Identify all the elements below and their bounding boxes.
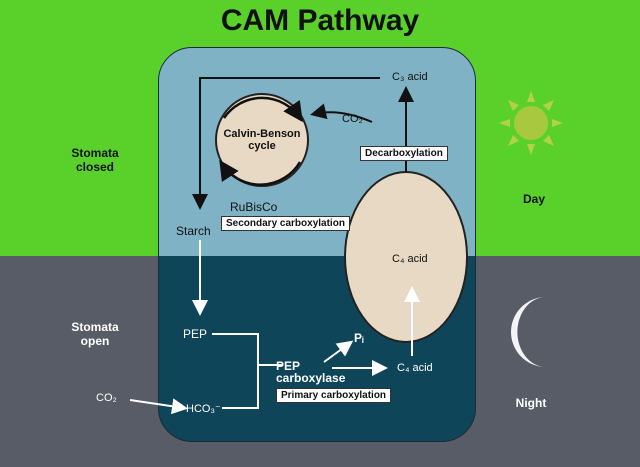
sun-icon	[499, 91, 563, 155]
decarboxylation-box: Decarboxylation	[360, 146, 448, 161]
co2-outer-label: CO₂	[96, 392, 117, 404]
rubisco-label: RuBisCo	[230, 200, 278, 214]
c3-to-starch-arrow	[192, 77, 380, 210]
night-label: Night	[515, 396, 547, 410]
calvin-cycle-arrow-top	[222, 96, 303, 123]
c4-acid-vacuole-label: C₄ acid	[392, 253, 428, 265]
hco3-label: HCO₃⁻	[186, 403, 221, 415]
pep-carboxylase-label: PEP carboxylase	[276, 359, 346, 385]
crescent-moon-icon	[511, 297, 546, 367]
stomata-open-label: Stomata open	[71, 320, 119, 348]
secondary-carboxylation-box: Secondary carboxylation	[221, 216, 350, 231]
calvin-cycle-label: Calvin-Benson cycle	[223, 128, 301, 152]
co2-in-arrow	[129, 398, 188, 415]
co2-inner-label: CO₂	[342, 113, 363, 125]
pi-label: Pᵢ	[354, 331, 364, 345]
pep-bracket	[212, 333, 259, 409]
c4-acid-night-label: C₄ acid	[397, 362, 433, 374]
starch-label: Starch	[176, 224, 211, 238]
page-title: CAM Pathway	[220, 4, 420, 37]
stomata-closed-label: Stomata closed	[71, 146, 119, 174]
calvin-cycle-arrow-bottom	[219, 159, 302, 186]
pep-label: PEP	[183, 327, 208, 341]
c3-acid-label: C₃ acid	[392, 71, 428, 83]
cell-outline	[158, 47, 476, 442]
co2-to-calvin-arrow	[310, 103, 373, 123]
primary-carboxylation-box: Primary carboxylation	[276, 388, 392, 403]
day-label: Day	[522, 192, 545, 206]
to-pi-arrow	[323, 340, 354, 363]
